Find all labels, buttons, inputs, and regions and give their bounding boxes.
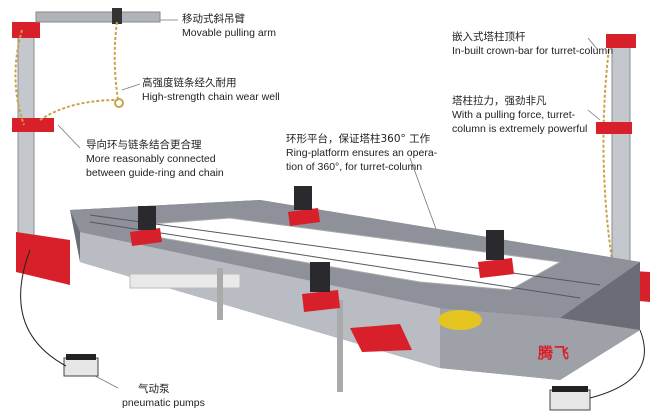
- ring-platform-en2: tion of 360°, for turret-column: [286, 161, 423, 173]
- pulling-arm-en: Movable pulling arm: [182, 27, 276, 39]
- guide-ring-cn: 导向环与链条结合更合理: [86, 139, 202, 151]
- chain-icon: [14, 21, 613, 261]
- guide-ring-en1: More reasonably connected: [86, 153, 216, 165]
- pump-icon: [63, 354, 591, 411]
- crown-bar-en: In-built crown-bar for turret-column: [452, 45, 614, 57]
- chain-cn: 高强度链条经久耐用: [142, 77, 237, 89]
- brand-logo-text: 腾飞: [538, 344, 571, 362]
- chain-en: High-strength chain wear well: [142, 91, 280, 103]
- guide-ring-en2: between guide-ring and chain: [86, 167, 224, 179]
- annotation-chain: 高强度链条经久耐用 High-strength chain wear well: [142, 76, 280, 104]
- ring-platform-en1: Ring-platform ensures an opera-: [286, 147, 438, 159]
- crown-bar-cn: 嵌入式塔柱顶杆: [452, 31, 526, 43]
- ring-platform-cn: 环形平台，保证塔柱360° 工作: [286, 133, 431, 145]
- annotation-crown-bar: 嵌入式塔柱顶杆 In-built crown-bar for turret-co…: [452, 30, 613, 58]
- pulling-arm-icon: [35, 8, 161, 24]
- annotation-pumps: 气动泵 pneumatic pumps: [122, 382, 205, 410]
- clamp-icon: [130, 186, 514, 352]
- left-turret-column-icon: [12, 22, 70, 285]
- annotation-ring-platform: 环形平台，保证塔柱360° 工作 Ring-platform ensures a…: [286, 132, 437, 174]
- hoses: [20, 249, 645, 399]
- pulling-force-en1: With a pulling force, turret-: [452, 109, 576, 121]
- pumps-en: pneumatic pumps: [122, 397, 205, 409]
- flags-icon: [129, 273, 241, 289]
- pulling-force-en2: column is extremely powerful: [452, 123, 588, 135]
- pumps-cn: 气动泵: [138, 383, 170, 395]
- annotation-pulling-arm: 移动式斜吊臂 Movable pulling arm: [182, 12, 276, 40]
- annotation-guide-ring: 导向环与链条结合更合理 More reasonably connected be…: [86, 138, 224, 180]
- annotation-pulling-force: 塔柱拉力，强劲非凡 With a pulling force, turret- …: [452, 94, 587, 136]
- pulling-arm-cn: 移动式斜吊臂: [182, 13, 245, 25]
- pulling-force-cn: 塔柱拉力，强劲非凡: [452, 95, 547, 107]
